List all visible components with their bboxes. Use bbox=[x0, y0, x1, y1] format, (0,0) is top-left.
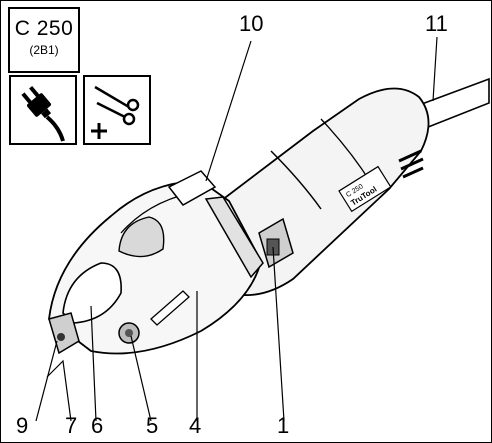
scissors-plus-box bbox=[83, 75, 151, 145]
model-code: (2B1) bbox=[29, 43, 59, 57]
tool-badge: C 250 TruTool bbox=[338, 165, 392, 213]
model-box: C 250 (2B1) bbox=[8, 7, 80, 73]
callout-6: 6 bbox=[91, 413, 104, 438]
vent-slots bbox=[398, 149, 424, 179]
callout-1: 1 bbox=[277, 413, 290, 438]
callout-11: 11 bbox=[425, 11, 448, 36]
motor-housing bbox=[199, 87, 430, 296]
leader-lines bbox=[35, 36, 438, 422]
power-plug-box bbox=[9, 75, 77, 145]
model-name: C 250 bbox=[14, 17, 74, 40]
callout-4: 4 bbox=[189, 413, 202, 438]
callout-5: 5 bbox=[146, 413, 159, 438]
power-plug-icon bbox=[21, 85, 65, 142]
top-slider bbox=[167, 170, 217, 206]
callout-10: 9 bbox=[16, 413, 29, 438]
callout-7: 7 bbox=[65, 413, 78, 438]
scissors-plus-icon bbox=[91, 85, 140, 139]
chip-window bbox=[62, 262, 122, 324]
callout-9: 10 bbox=[239, 11, 264, 36]
